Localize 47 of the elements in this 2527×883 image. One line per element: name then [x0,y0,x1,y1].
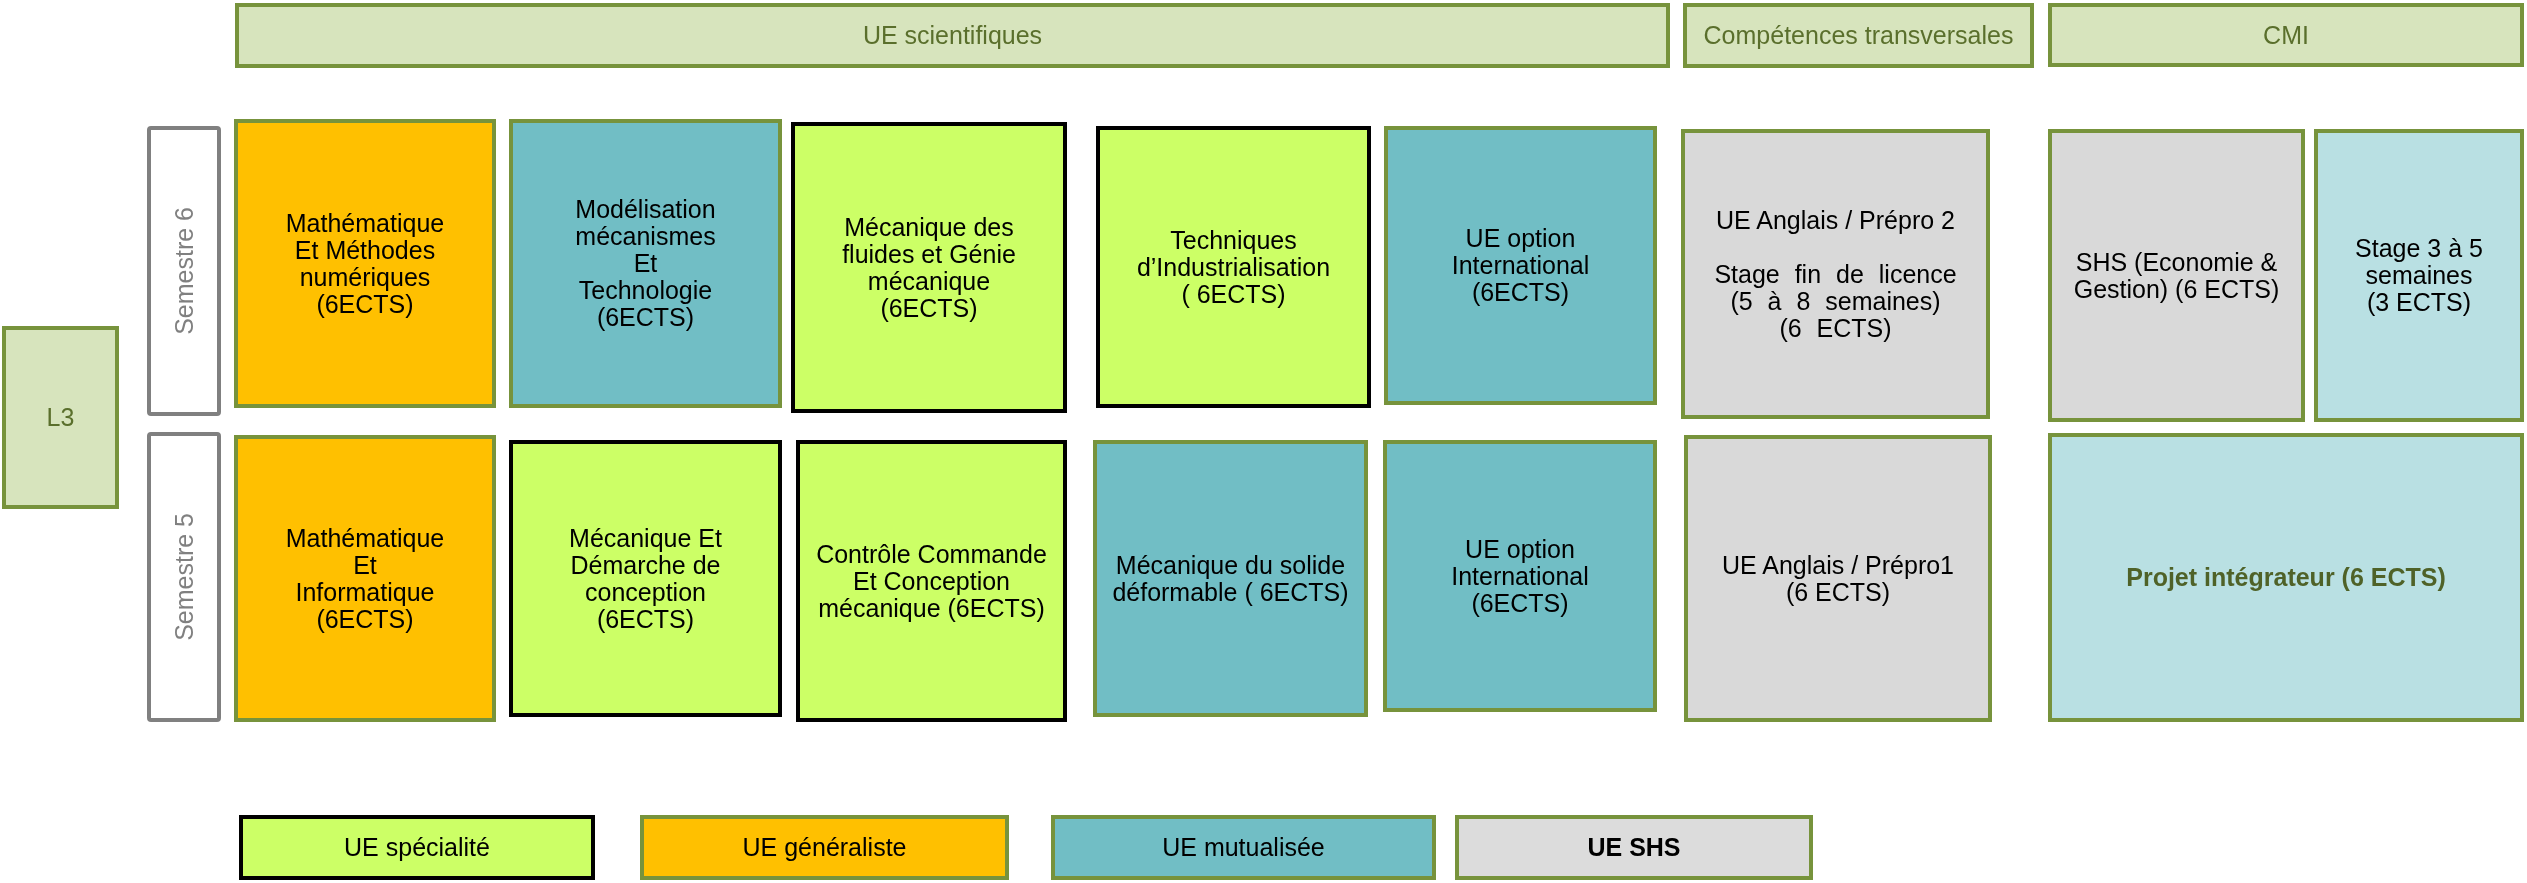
course-title: Modélisation mécanismes Et Technologie (6ECTS) [575,196,716,331]
level-label: L3 [46,404,75,431]
course-title: Stage 3 à 5 semaines (3 ECTS) [2354,235,2484,316]
course-title: Mécanique Et Démarche de conception (6ECTS) [568,524,723,633]
course-box [1096,126,1371,408]
course-title: UE Anglais / Prépro 2 [1716,206,1955,234]
legend-label: UE SHS [1587,834,1681,861]
course-box [796,440,1067,722]
course-title: Mathématique Et Méthodes numériques (6ECTS) [285,209,445,318]
semester-label: Semestre 6 [170,207,198,335]
header-label: UE scientifiques [862,22,1043,49]
semester-label: Semestre 5 [170,513,198,641]
course-title: Projet intégrateur (6 ECTS) [2126,564,2446,591]
course-box [1383,440,1657,712]
course-box [509,119,782,408]
course-title: Mécanique des fluides et Génie mécanique (6ECTS) [841,213,1017,322]
course-title: UE Anglais / Prépro1 (6 ECTS) [1720,551,1956,606]
course-title: UE option International (6ECTS) [1450,535,1590,617]
header-label: Compétences transversales [1703,22,2014,49]
header-band [235,3,1670,68]
level-box [2,326,119,509]
course-box [509,440,782,717]
legend-label: UE généraliste [742,834,907,861]
legend-label: UE spécialité [344,834,490,861]
semester-box [147,432,221,722]
course-box [1681,129,1990,419]
course-title: Techniques d’Industrialisation ( 6ECTS) [1135,226,1332,308]
course-box [1093,440,1368,717]
header-band [1683,3,2034,68]
legend-label: UE mutualisée [1162,834,1325,861]
course-title: SHS (Economie & Gestion) (6 ECTS) [2072,248,2281,303]
course-title: UE option International (6ECTS) [1450,225,1591,306]
course-title: Mathématique Et Informatique (6ECTS) [285,524,445,633]
course-box [2048,129,2305,422]
semester-box [147,126,221,416]
course-box [234,435,496,722]
header-label: CMI [2263,21,2309,49]
course-box [2048,433,2524,722]
course-box [1384,126,1657,405]
header-band [2048,3,2524,67]
course-details: Stage fin de licence (5 à 8 semaines) (6 ECTS) [1714,260,1957,342]
course-box [2314,129,2524,422]
course-title: Contrôle Commande Et Conception mécanique (6ECTS) [815,540,1048,622]
course-box [791,122,1067,413]
course-box [1684,435,1992,722]
course-title: Mécanique du solide déformable ( 6ECTS) [1111,551,1350,606]
course-box [234,119,496,408]
